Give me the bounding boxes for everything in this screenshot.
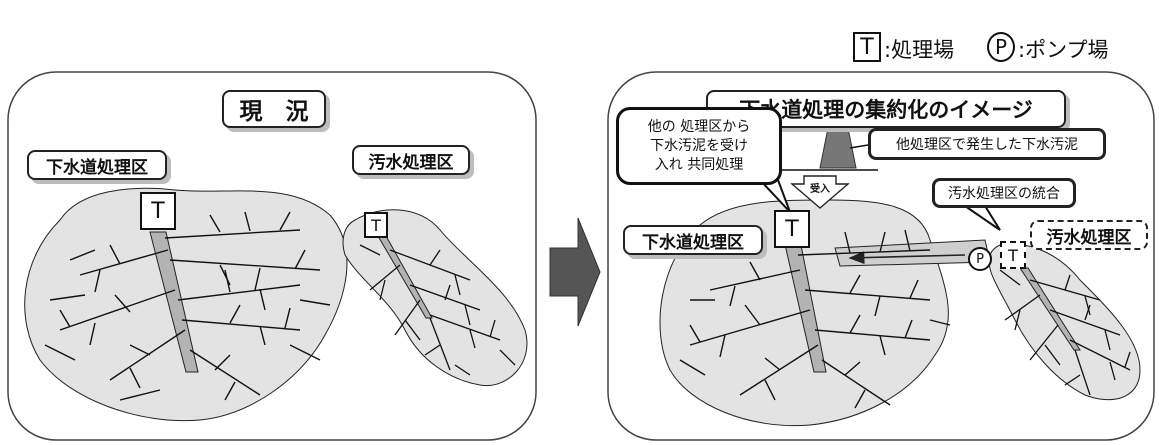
right-large-plant-icon: T xyxy=(774,210,810,248)
right-pump-symbol: P xyxy=(976,251,984,267)
receive-arrow-label: 受入 xyxy=(810,184,830,195)
callout-receive-line-3: 入れ 共同処理 xyxy=(654,156,744,173)
left-large-area xyxy=(24,187,348,422)
sludge-label-pointer xyxy=(849,144,869,149)
callout-receive-line-2: 下水汚泥を受け xyxy=(650,137,748,154)
right-pump-icon: P xyxy=(968,247,992,271)
left-small-plant-symbol: T xyxy=(371,215,381,235)
legend-pump-text: :ポンプ場 xyxy=(1018,38,1109,62)
left-small-plant-icon: T xyxy=(364,212,388,238)
right-small-area-label: 汚水処理区 xyxy=(1030,220,1148,250)
receive-arrow xyxy=(790,175,850,209)
legend-pump-icon: P xyxy=(987,32,1015,62)
left-panel-title: 現 況 xyxy=(222,90,326,128)
legend-plant-icon: T xyxy=(853,32,881,62)
callout-receive-line-1: 他の 処理区から xyxy=(647,118,751,135)
left-large-branches xyxy=(44,211,331,401)
right-large-plant-symbol: T xyxy=(785,216,799,242)
left-large-area-label: 下水道処理区 xyxy=(27,150,167,180)
sludge-source-label: 他処理区で発生した下水汚泥 xyxy=(868,128,1106,160)
callout-receive: 他の 処理区から 下水汚泥を受け 入れ 共同処理 xyxy=(616,107,782,185)
legend-plant-symbol: T xyxy=(860,34,874,60)
right-panel-title: 下水道処理の集約化のイメージ xyxy=(706,90,1066,128)
right-small-plant-icon: T xyxy=(1000,241,1026,269)
integration-flow-arrow xyxy=(848,251,966,265)
legend-pump-symbol: P xyxy=(994,35,1008,59)
left-large-plant-icon: T xyxy=(140,192,176,230)
legend-plant-text: :処理場 xyxy=(884,38,955,62)
right-small-plant-symbol: T xyxy=(1008,245,1018,265)
right-small-branches xyxy=(999,269,1131,396)
right-large-area-label: 下水道処理区 xyxy=(623,225,763,255)
left-large-trunk xyxy=(149,231,199,373)
integration-label: 汚水処理区の統合 xyxy=(932,178,1076,208)
right-large-branches xyxy=(679,229,951,409)
left-small-area-label: 汚水処理区 xyxy=(352,145,470,175)
transition-arrow xyxy=(549,217,601,327)
left-large-plant-symbol: T xyxy=(151,198,165,224)
sludge-truck-icon xyxy=(819,127,857,169)
left-small-branches xyxy=(359,244,516,376)
